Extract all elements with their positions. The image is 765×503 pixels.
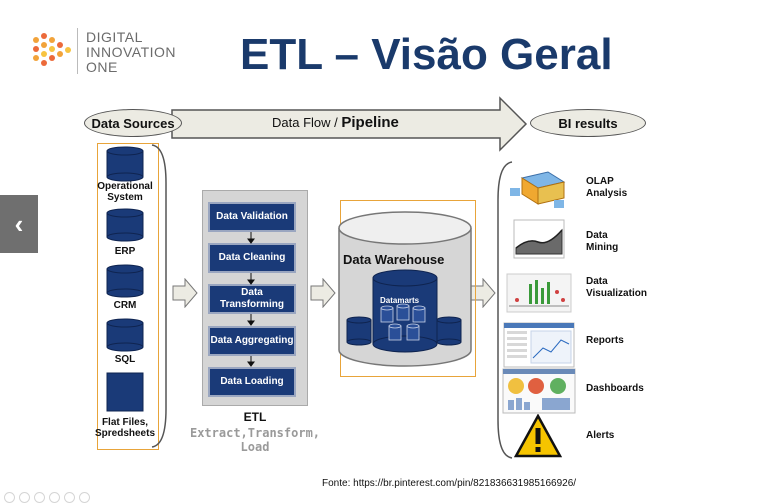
pipeline-label-prefix: Data Flow / (272, 115, 342, 130)
datamarts-label: Datamarts (380, 296, 420, 305)
reports-icon (503, 322, 575, 368)
etl-subtitle: Extract,Transform, Load (180, 426, 330, 454)
toolbar-icon[interactable] (19, 492, 30, 503)
etl-step: Data Validation (208, 202, 296, 232)
block-arrow-icon (470, 278, 496, 308)
data-warehouse-label: Data Warehouse (343, 252, 445, 267)
block-arrow-icon (310, 278, 336, 308)
data-sources-oval: Data Sources (84, 109, 182, 137)
bi-label: Reports (586, 335, 624, 346)
etl-step: Data Loading (208, 367, 296, 397)
toolbar-icon[interactable] (49, 492, 60, 503)
page-title: ETL – Visão Geral (240, 30, 613, 79)
bi-bracket (497, 161, 513, 459)
source-citation: Fonte: https://br.pinterest.com/pin/8218… (322, 478, 577, 489)
etl-step: Data Cleaning (208, 243, 296, 273)
toolbar-icon[interactable] (64, 492, 75, 503)
source-label: CRM (113, 300, 137, 311)
source-label: Operational System (97, 181, 153, 203)
bi-results-oval: BI results (530, 109, 646, 137)
olap-cube-icon (510, 171, 566, 208)
source-label: Flat Files, Spredsheets (94, 417, 156, 439)
source-label: ERP (114, 246, 136, 257)
bi-label: Data Mining (586, 230, 619, 253)
pipeline-arrow (171, 96, 528, 152)
pipeline-label: Data Flow / Pipeline (272, 114, 399, 131)
toolbar-icon[interactable] (34, 492, 45, 503)
previous-slide-button[interactable]: ‹ (0, 195, 38, 253)
bi-label: Dashboards (586, 383, 644, 394)
bi-label: Alerts (586, 430, 615, 441)
logo-text: DIGITAL INNOVATION ONE (86, 30, 176, 75)
toolbar-icon[interactable] (4, 492, 15, 503)
logo-line-2: INNOVATION (86, 44, 177, 60)
source-cylinders (106, 146, 144, 412)
dashboards-icon (502, 368, 576, 414)
etl-subtitle-line-1: Extract,Transform, (189, 426, 321, 440)
etl-subtitle-line-2: Load (240, 440, 270, 454)
logo-line-3: ONE (86, 59, 118, 75)
data-visualization-icon (506, 273, 572, 313)
sources-highlight-box (97, 143, 159, 450)
logo-divider (77, 28, 78, 74)
etl-label: ETL (243, 410, 267, 424)
chevron-left-icon: ‹ (14, 208, 24, 239)
etl-step: Data Transforming (208, 284, 296, 314)
source-label: SQL (114, 354, 136, 365)
logo-icon (33, 33, 71, 66)
bi-label: Data Visualization (586, 276, 647, 299)
etl-step: Data Aggregating (208, 326, 296, 356)
slide-toolbar (0, 492, 134, 503)
sources-bracket (151, 144, 167, 448)
data-mining-icon (513, 219, 565, 259)
bi-label: OLAP Analysis (586, 176, 628, 199)
alert-warning-icon (514, 414, 562, 458)
etl-step-arrows (247, 232, 255, 367)
logo-line-1: DIGITAL (86, 29, 143, 45)
toolbar-icon[interactable] (79, 492, 90, 503)
block-arrow-icon (172, 278, 198, 308)
pipeline-label-strong: Pipeline (341, 114, 399, 131)
data-warehouse-cylinder (338, 211, 472, 367)
